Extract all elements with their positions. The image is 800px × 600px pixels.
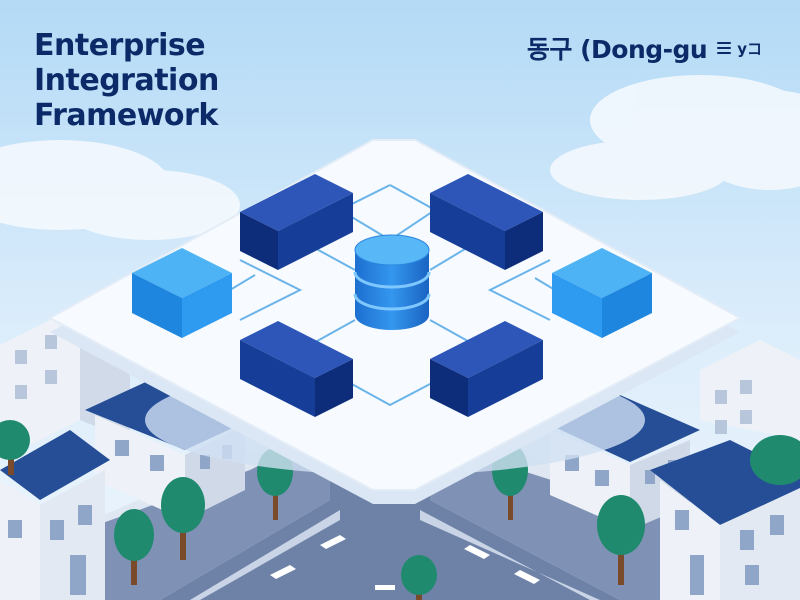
hamburger-icon: [717, 42, 732, 54]
roof-left-front: [0, 430, 110, 500]
tree: [161, 477, 205, 560]
page-title: Enterprise Integration Framework: [34, 28, 219, 133]
menu-label: yコ: [737, 39, 762, 58]
service-node-bottom-right: [430, 321, 543, 417]
tree: [401, 555, 437, 600]
district-label: 동구 (Dong-gu: [526, 35, 708, 64]
title-line-1: Enterprise: [34, 28, 206, 63]
menu-button[interactable]: yコ: [717, 38, 762, 59]
tree: [750, 435, 800, 485]
building-left-back: [0, 305, 80, 460]
service-node-top-right: [430, 174, 543, 270]
endpoint-node-left: [132, 248, 232, 338]
tree: [597, 495, 645, 585]
title-line-2: Integration: [34, 63, 219, 98]
service-node-top-left: [240, 174, 353, 270]
tree: [0, 420, 30, 475]
title-line-3: Framework: [34, 98, 218, 133]
database-icon: [353, 234, 431, 330]
header-right: 동구 (Dong-gu yコ: [527, 30, 762, 66]
tree: [114, 509, 154, 585]
endpoint-node-right: [552, 248, 652, 338]
clouds: [0, 75, 800, 240]
service-node-bottom-left: [240, 321, 353, 417]
